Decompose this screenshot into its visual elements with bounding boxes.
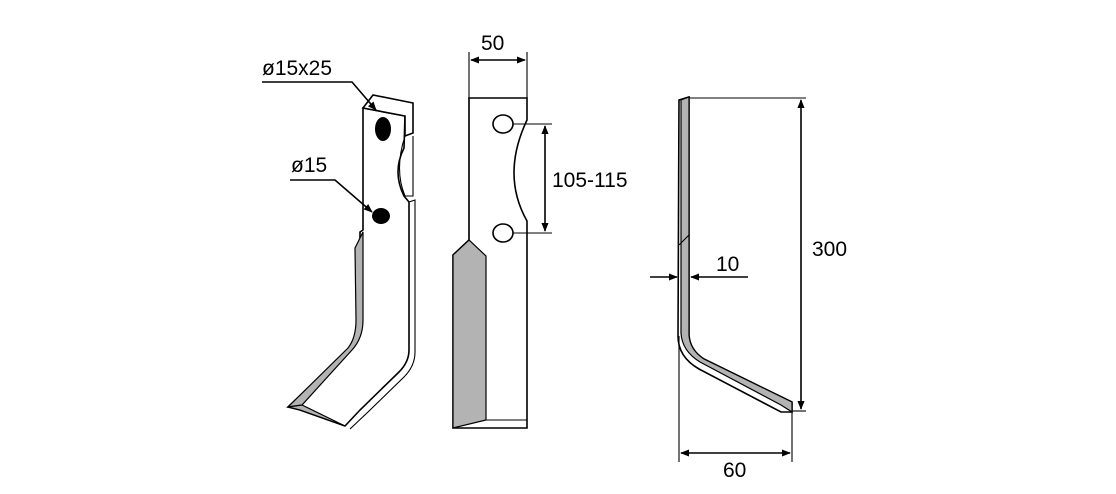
height-label: 300 bbox=[812, 238, 847, 261]
side-cutting-edge bbox=[680, 96, 793, 414]
perspective-view: ø15x25 ø15 bbox=[262, 57, 416, 430]
slot-hole-label: ø15x25 bbox=[262, 57, 332, 80]
front-cutting-edge bbox=[452, 239, 487, 429]
front-view: 50 105-115 bbox=[452, 32, 628, 429]
round-hole-label: ø15 bbox=[291, 154, 327, 177]
width-label: 50 bbox=[481, 32, 504, 55]
offset-label: 60 bbox=[723, 459, 746, 482]
front-upper-hole bbox=[492, 114, 514, 134]
round-hole bbox=[372, 208, 390, 224]
slot-hole bbox=[375, 117, 391, 141]
side-view: 300 10 60 bbox=[650, 95, 847, 482]
front-lower-hole bbox=[492, 223, 514, 243]
thickness-label: 10 bbox=[716, 253, 739, 276]
round-leader-line bbox=[290, 179, 373, 213]
hole-spacing-label: 105-115 bbox=[552, 169, 628, 192]
slot-leader-line bbox=[262, 81, 377, 111]
perspective-side-edge bbox=[349, 199, 416, 430]
